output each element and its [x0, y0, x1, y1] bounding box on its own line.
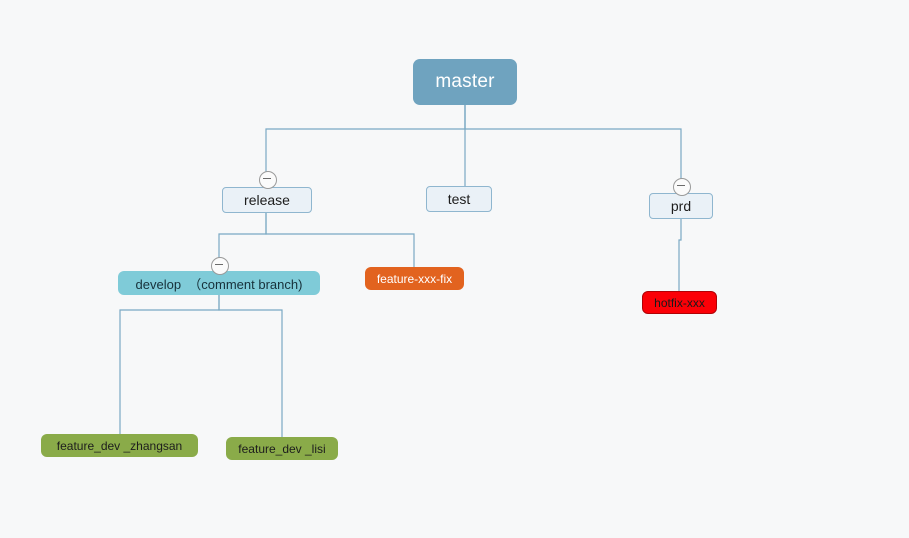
collapse-toggle-develop-icon[interactable] [211, 257, 229, 275]
node-hotfix-xxx[interactable]: hotfix-xxx [642, 291, 717, 314]
edge-develop-to-feature_dev_zhangsan [119, 295, 220, 434]
node-feature_dev_zhangsan[interactable]: feature_dev _zhangsan [41, 434, 198, 457]
edge-master-to-release [265, 105, 466, 187]
edge-develop-to-feature_dev_lisi [218, 295, 283, 437]
collapse-toggle-prd-icon[interactable] [673, 178, 691, 196]
node-master[interactable]: master [413, 59, 517, 105]
edge-master-to-prd [464, 105, 682, 193]
collapse-toggle-release-icon[interactable] [259, 171, 277, 189]
node-release[interactable]: release [222, 187, 312, 213]
edge-prd-to-hotfix-xxx [678, 219, 682, 291]
node-prd[interactable]: prd [649, 193, 713, 219]
node-feature_dev_lisi[interactable]: feature_dev _lisi [226, 437, 338, 460]
edge-release-to-feature-xxx-fix [265, 213, 415, 267]
node-test[interactable]: test [426, 186, 492, 212]
node-develop[interactable]: develop （comment branch) [118, 271, 320, 295]
node-feature-xxx-fix[interactable]: feature-xxx-fix [365, 267, 464, 290]
